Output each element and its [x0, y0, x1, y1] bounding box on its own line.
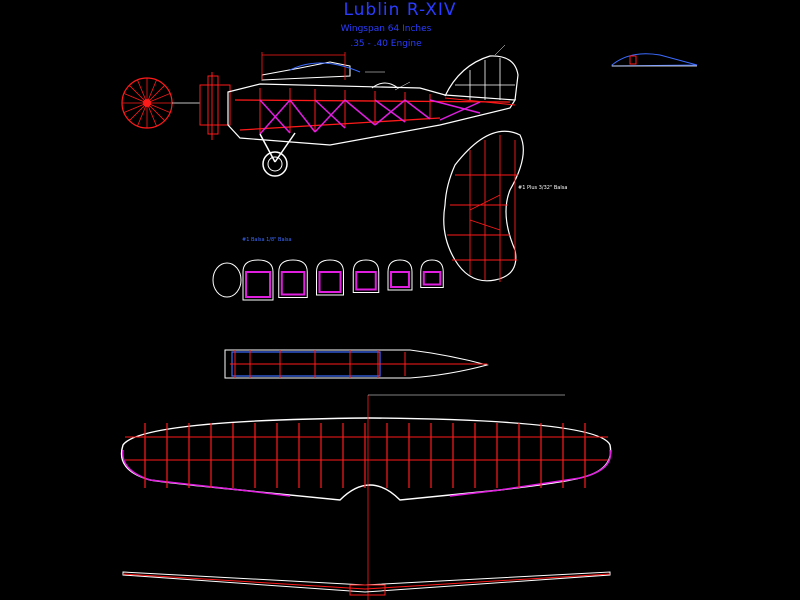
- fuselage-side-view: [121, 44, 519, 177]
- propeller-disc: [121, 77, 173, 129]
- engine-label: .35 - .40 Engine: [350, 39, 422, 49]
- wing-front-view: [122, 571, 611, 596]
- rudder-fin-view: [443, 130, 524, 282]
- wing-rib-note: #1 Balsa 1/8" Balsa: [242, 237, 292, 243]
- drawing-title: Lublin R-XIV: [343, 0, 457, 20]
- wing-plan-view: [120, 394, 612, 600]
- wingspan-label: Wingspan 64 Inches: [340, 24, 432, 34]
- fuselage-formers: [212, 259, 444, 301]
- fuselage-top-view: [224, 349, 489, 379]
- fin-note: #1 Plus 3/32" Balsa: [518, 185, 568, 191]
- stabilizer-side-view: [611, 53, 698, 67]
